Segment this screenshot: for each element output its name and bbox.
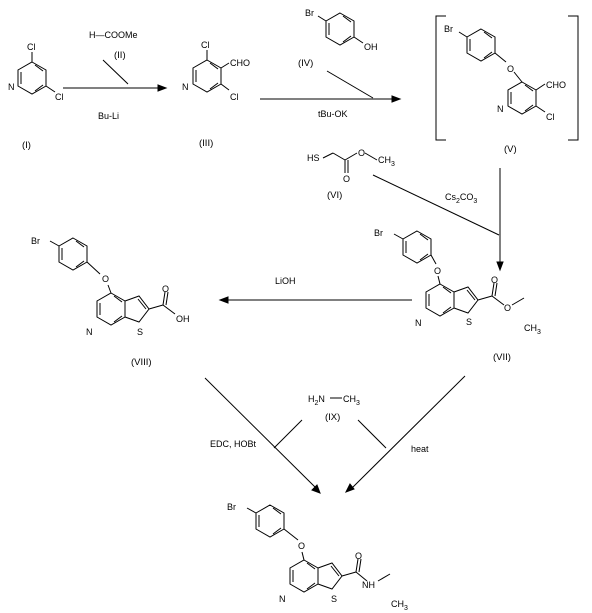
atom-br: Br xyxy=(374,228,383,238)
atom-cl: Cl xyxy=(230,92,239,102)
atom-o: O xyxy=(491,275,498,285)
compound-VIII-structure: Br O O OH N S xyxy=(31,236,190,337)
atom-cl: Cl xyxy=(546,112,555,122)
compound-label-V: (V) xyxy=(504,144,517,155)
atom-o: O xyxy=(162,284,169,294)
compound-product-structure: Br O O NH CH3 N S xyxy=(227,502,408,612)
atom-cl: Cl xyxy=(55,92,64,102)
compound-label-III: (III) xyxy=(199,138,213,149)
arrow-step-1 xyxy=(63,59,168,92)
atom-o: O xyxy=(343,174,350,184)
compound-label-IV: (IV) xyxy=(298,58,313,69)
atom-o: O xyxy=(102,274,109,284)
reagent-heat: heat xyxy=(411,444,429,454)
atom-br: Br xyxy=(227,502,236,512)
atom-n: N xyxy=(8,82,15,92)
reagent-tbuok: tBu-OK xyxy=(318,109,348,119)
atom-oh: OH xyxy=(176,314,190,324)
atom-n: N xyxy=(86,327,93,337)
reagent-edc: EDC, HOBt xyxy=(210,439,257,449)
compound-I-structure: Cl Cl N xyxy=(8,42,64,102)
compound-V-brackets xyxy=(435,15,579,141)
compound-label-VII: (VII) xyxy=(493,352,511,363)
arrow-step-5a xyxy=(204,377,321,494)
atom-o: O xyxy=(355,551,362,561)
atom-o: O xyxy=(358,148,365,158)
compound-V-structure: Br O CHO Cl N xyxy=(444,24,566,122)
arrow-step-3 xyxy=(372,168,504,272)
atom-cl: Cl xyxy=(27,42,36,52)
compound-III-structure: Cl CHO Cl N xyxy=(182,40,250,102)
reagent-buli: Bu-Li xyxy=(98,111,119,121)
atom-o: O xyxy=(434,266,441,276)
compound-label-IX: (IX) xyxy=(325,412,340,423)
atom-nh: NH xyxy=(362,580,375,590)
atom-br: Br xyxy=(305,8,314,18)
compound-label-VIII: (VIII) xyxy=(131,357,152,368)
reagent-cs2co3: Cs2CO3 xyxy=(445,192,477,205)
compound-VI-structure: HS O O CH3 xyxy=(307,148,395,184)
atom-s: S xyxy=(331,594,337,604)
compound-label-VI: (VI) xyxy=(327,190,342,201)
atom-s: S xyxy=(466,317,472,327)
compound-IV-structure: Br OH xyxy=(305,8,378,52)
atom-s: S xyxy=(137,327,143,337)
atom-n: N xyxy=(497,104,504,114)
atom-br: Br xyxy=(444,24,453,34)
atom-o: O xyxy=(507,64,514,74)
compound-VII-structure: Br O O O CH3 N S xyxy=(374,228,541,336)
compound-II-formula: H—COOMe xyxy=(89,30,138,40)
atom-ch3: CH3 xyxy=(343,394,360,407)
atom-n: N xyxy=(415,318,422,328)
arrow-step-2 xyxy=(260,70,402,103)
atom-hs: HS xyxy=(307,153,320,163)
atom-cl: Cl xyxy=(201,40,210,50)
atom-o: O xyxy=(298,541,305,551)
compound-label-II: (II) xyxy=(114,50,126,61)
atom-ch3: CH3 xyxy=(391,599,408,612)
atom-br: Br xyxy=(31,236,40,246)
atom-o: O xyxy=(504,303,511,313)
atom-n: N xyxy=(279,594,286,604)
atom-n: N xyxy=(182,82,189,92)
arrow-step-5b xyxy=(344,375,466,493)
reagent-lioh: LiOH xyxy=(275,276,296,286)
atom-ch3: CH3 xyxy=(378,155,395,168)
compound-label-I: (I) xyxy=(22,140,31,151)
arrow-step-4 xyxy=(218,296,412,304)
atom-cho: CHO xyxy=(230,58,250,68)
atom-h2n: H2N xyxy=(308,394,325,407)
atom-ch3: CH3 xyxy=(524,323,541,336)
compound-IX-structure: H2N CH3 xyxy=(308,394,360,407)
atom-cho: CHO xyxy=(546,80,566,90)
atom-oh: OH xyxy=(364,42,378,52)
